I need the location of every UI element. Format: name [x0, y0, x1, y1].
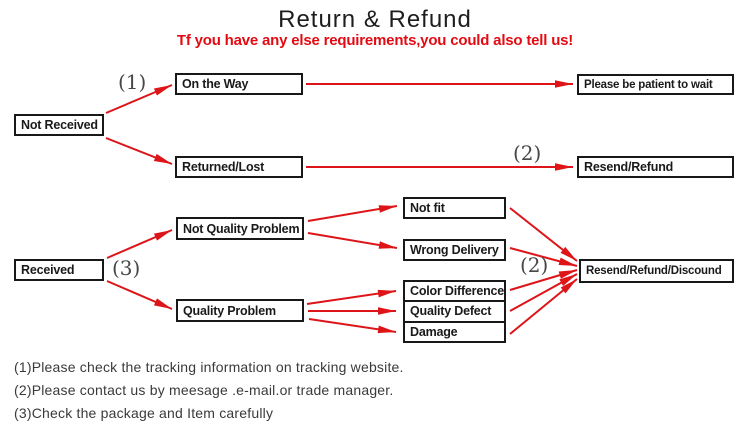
arrow-nqp-wrong-delivery: [307, 232, 398, 249]
node-quality-defect: Quality Defect: [405, 300, 504, 320]
arrow-wrong-delivery-rrd: [509, 247, 578, 267]
node-color-difference: Color Difference: [410, 284, 505, 299]
arrow-qp-damage: [308, 318, 397, 334]
node-on-the-way: On the Way: [175, 73, 303, 95]
arrow-nqp-not-fit: [307, 205, 398, 222]
arrow-received-not-quality-problem: [106, 229, 173, 259]
ref-label-2-mid: (2): [520, 253, 549, 277]
ref-label-1: (1): [118, 70, 147, 94]
node-wrong-delivery: Wrong Delivery: [403, 239, 506, 261]
node-not-fit: Not fit: [403, 197, 506, 219]
page-title: Return & Refund: [278, 6, 472, 33]
arrow-qp-color-difference: [306, 289, 397, 305]
arrow-color-difference-rrd: [509, 269, 578, 291]
subtitle: Tf you have any else requirements,you co…: [176, 32, 574, 49]
node-resend-refund-discound: Resend/Refund/Discound: [579, 259, 734, 283]
footnotes: (1)Please check the tracking information…: [14, 356, 404, 425]
node-quality-issue-stack: Color Difference Quality Defect Damage: [403, 280, 506, 343]
node-returned-lost: Returned/Lost: [175, 156, 303, 178]
node-quality-problem: Quality Problem: [176, 299, 304, 322]
node-please-be-patient: Please be patient to wait: [577, 74, 734, 95]
footnote-1: (1)Please check the tracking information…: [14, 359, 404, 375]
footnote-3: (3)Check the package and Item carefully: [14, 405, 274, 421]
ref-label-2-top: (2): [513, 141, 542, 165]
node-not-quality-problem: Not Quality Problem: [176, 217, 304, 240]
node-not-received: Not Received: [14, 114, 104, 136]
node-resend-refund: Resend/Refund: [577, 156, 734, 178]
arrow-not-received-on-the-way: [105, 84, 173, 114]
ref-label-3: (3): [112, 256, 141, 280]
arrow-received-quality-problem: [106, 280, 173, 310]
node-received: Received: [14, 259, 104, 281]
arrow-not-received-returned-lost: [105, 137, 173, 165]
footnote-2: (2)Please contact us by meesage .e-mail.…: [14, 382, 394, 398]
node-damage: Damage: [405, 320, 504, 341]
arrow-not-fit-rrd: [509, 207, 578, 262]
arrow-damage-rrd: [509, 278, 578, 335]
